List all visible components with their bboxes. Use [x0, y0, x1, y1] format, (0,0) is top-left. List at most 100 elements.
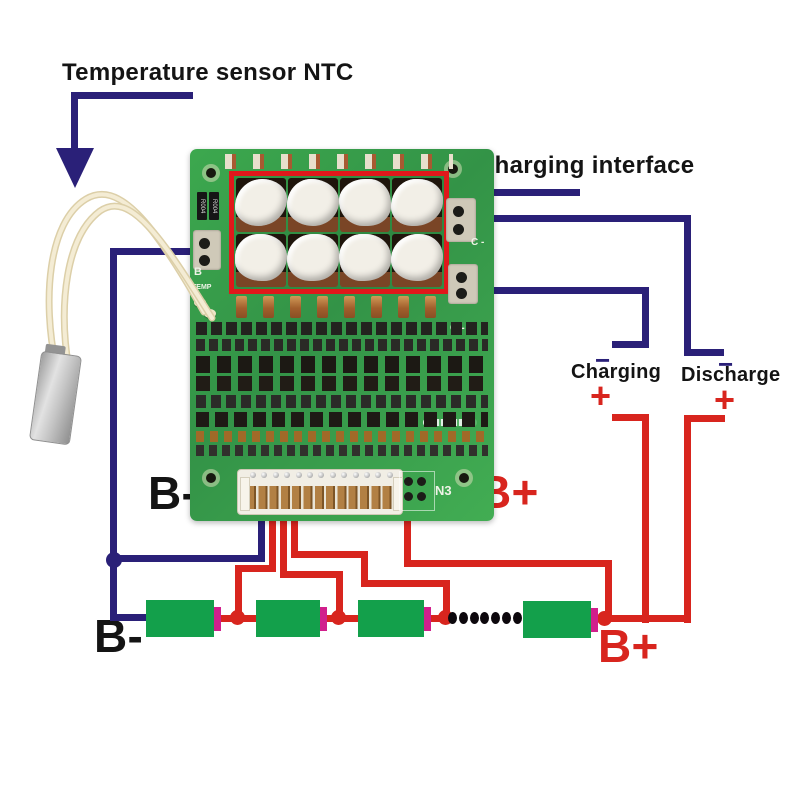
pcb-fuse: [371, 296, 382, 318]
fuse-row: [236, 296, 448, 320]
thermal-glue-blob: [287, 234, 339, 282]
battery-ellipsis-dot: [502, 612, 511, 624]
pad-hole: [453, 224, 464, 235]
charging-plus-sign: +: [590, 375, 612, 416]
smd-component-row: [196, 412, 488, 427]
label-pack-b-plus: B+: [598, 620, 659, 672]
wire-discharge-minus-stub: [684, 349, 724, 356]
wire-tap3-horizontal-b: [361, 580, 450, 587]
wire-tap3-vertical-b: [361, 551, 368, 587]
connector-pin: [364, 472, 370, 478]
wire-bminus-connector-pin-vertical: [258, 498, 265, 560]
wire-tap1-horizontal: [235, 565, 276, 572]
wire-tap1-vertical-b: [235, 565, 242, 622]
battery-ellipsis-dot: [491, 612, 501, 624]
battery-cell: [256, 600, 320, 637]
smd-resistor: R004: [209, 192, 219, 220]
battery-ellipsis-dot: [469, 612, 479, 624]
top-pad-row: [225, 154, 453, 169]
connector-pin: [375, 472, 382, 478]
battery-cell: [523, 601, 591, 638]
ntc-pointer-vertical: [71, 92, 78, 150]
mounting-hole: [455, 469, 473, 487]
mosfet: [339, 233, 391, 287]
ntc-solder-joint: [204, 309, 216, 318]
smd-component-row: [196, 445, 488, 456]
label-charging-terminal: Charging: [571, 361, 662, 383]
thermal-glue-blob: [235, 234, 287, 282]
connector-pin: [329, 472, 336, 478]
connector-pin: [318, 472, 325, 478]
connector-pin: [341, 472, 348, 478]
wire-bminus-pad-horizontal: [110, 248, 202, 255]
wire-charging-minus-horizontal: [462, 287, 649, 294]
smd-component-row: [196, 431, 488, 442]
bplus-junction-dot: [597, 611, 612, 626]
pcb-fuse: [290, 296, 301, 318]
pad-hole: [456, 272, 467, 283]
thermal-glue-blob: [287, 178, 339, 226]
pcb-fuse: [398, 296, 409, 318]
connector-pin: [295, 472, 302, 478]
wire-charging-plus-horizontal: [612, 414, 649, 421]
battery-cell: [146, 600, 214, 637]
wire-tap2-vertical-a: [280, 498, 287, 578]
mounting-hole: [202, 469, 220, 487]
connector-pin: [386, 472, 393, 478]
charging-minus-sign: −: [595, 345, 611, 375]
pcb-fuse: [263, 296, 274, 318]
wire-charging-plus-vertical: [642, 414, 649, 623]
pad-hole: [404, 477, 413, 486]
mosfet: [235, 233, 287, 287]
ntc-pointer-horizontal: [71, 92, 193, 99]
discharge-plus-sign: +: [714, 379, 736, 420]
wire-cell2-to-cell3: [327, 615, 359, 622]
wire-discharge-plus-horizontal: [684, 415, 725, 422]
wire-bplus-drop-vertical: [605, 560, 612, 622]
label-charging-interface: Charging interface: [477, 152, 695, 179]
mosfet: [287, 233, 339, 287]
wire-discharge-minus-horizontal: [462, 215, 691, 222]
battery-ellipsis-dot: [512, 612, 522, 624]
charging-interface-pointer-line: [428, 189, 580, 196]
thermal-glue-blob: [339, 178, 391, 226]
silkscreen-temp: TEMP: [192, 284, 212, 291]
wire-bplus-board-horizontal: [404, 560, 612, 567]
battery-ellipsis-dot: [448, 612, 457, 624]
connector-pin-slots: [247, 486, 394, 509]
silkscreen-n3: N3: [435, 483, 452, 498]
smd-component-row: [196, 356, 488, 373]
smd-component-row: [196, 376, 488, 391]
connector-pin: [272, 472, 279, 478]
pad-hole: [199, 255, 210, 266]
battery-ellipsis-dot: [458, 612, 468, 624]
pcb-fuse: [425, 296, 436, 318]
pad-hole: [199, 238, 210, 249]
silkscreen-c: C -: [471, 237, 485, 248]
connector-pin: [352, 472, 359, 478]
wire-bplus-bus: [596, 615, 691, 622]
smd-resistor: R004: [197, 192, 207, 220]
mosfet: [339, 178, 391, 232]
wire-bplus-board-vertical: [404, 500, 411, 566]
balance-connector: [237, 469, 403, 515]
wire-discharge-plus-vertical: [684, 415, 691, 623]
wire-bminus-to-battery1: [110, 614, 150, 621]
smd-component-row: [196, 339, 488, 351]
thermal-glue-blob: [391, 234, 443, 282]
n3-pad-outline: [399, 471, 435, 511]
pcb-fuse: [344, 296, 355, 318]
connector-pin: [261, 472, 268, 478]
mounting-hole: [202, 164, 220, 182]
label-discharge-terminal: Discharge: [681, 364, 781, 386]
mosfet: [391, 178, 443, 232]
wire-charging-minus-stub: [612, 341, 649, 348]
wire-tap2-horizontal: [280, 571, 343, 578]
connector-latch: [240, 477, 250, 511]
battery-ellipsis-dot: [480, 612, 490, 624]
smd-component-row: [196, 395, 488, 408]
pad-hole: [404, 492, 413, 501]
battery-cell: [358, 600, 424, 637]
charging-interface-highlight-box: [229, 171, 449, 294]
